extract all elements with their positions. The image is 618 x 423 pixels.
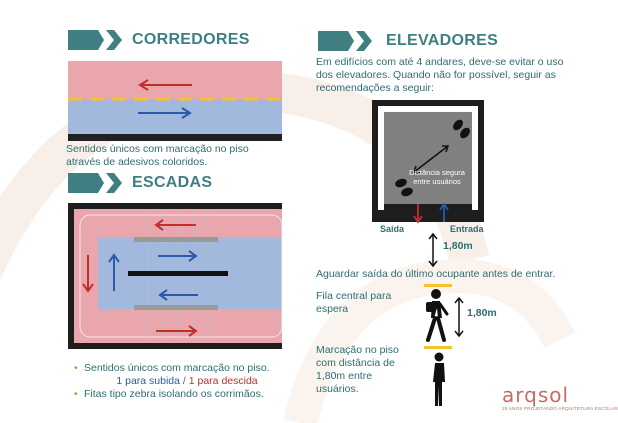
escadas-bullet-1: Sentidos únicos com marcação no piso. [72,362,302,375]
floor-mark-bottom [424,346,452,349]
gap-label: 1,80m [443,240,473,252]
escadas-header: ESCADAS [68,173,268,193]
escadas-bullets: Sentidos únicos com marcação no piso. 1 … [72,362,302,401]
chevron-right-icon [68,173,122,193]
escadas-bullet-2: Fitas tipo zebra isolando os corrimãos. [72,388,302,401]
chevron-right-icon [68,30,122,50]
handrail-bottom [134,305,218,310]
entry-label: Entrada [450,224,484,234]
escadas-direction-line: 1 para subida / 1 para descida [116,375,258,387]
person-standing-icon [433,352,445,406]
handrail-top [134,237,218,242]
corridor-blue-lane [68,99,282,135]
handrail-center [128,271,228,276]
corredores-header: CORREDORES [68,30,268,50]
queue-gap-arrow-icon [454,296,464,338]
arrow-down-icon [82,255,94,293]
arrow-down-icon [413,204,423,224]
logo-wordmark: arqsol [502,383,570,407]
wait-text: Aguardar saída do último ocupante antes … [316,268,556,280]
footprints-icon [453,119,470,139]
elevadores-intro: Em edifícios com até 4 andares, deve-se … [316,56,564,94]
down-direction-text: 1 para descida [188,375,258,387]
floor-mark-text: Marcação no piso com distância de 1,80m … [316,344,399,395]
elevator-diagram [372,100,484,224]
escadas-title: ESCADAS [132,174,213,191]
floor-mark-top [424,284,452,287]
corredores-title: CORREDORES [132,31,250,48]
corridor-diagram [68,61,282,141]
arrow-right-icon [158,250,198,262]
arrow-right-icon [138,107,192,119]
arrow-up-icon [439,202,449,222]
logo-tagline: 25 ANOS PROJETANDO ARQUITETURA ESCOLAR [502,406,618,411]
arrow-left-icon [154,219,196,231]
elevadores-title: ELEVADORES [386,32,499,49]
stairs-diagram [68,203,283,349]
exit-label: Saída [380,224,405,234]
arrow-left-icon [138,79,192,91]
elevadores-header: ELEVADORES [318,31,538,51]
up-direction-text: 1 para subida [116,375,180,387]
distance-label: Distância segura entre usuários [409,168,465,186]
chevron-right-icon [318,31,372,51]
corredores-caption: Sentidos únicos com marcação no piso atr… [66,143,249,168]
corridor-red-lane [68,61,282,99]
queue-text: Fila central para espera [316,290,392,315]
arrow-right-icon [156,325,198,337]
arrow-up-icon [108,253,120,291]
arqsol-logo: arqsol 25 ANOS PROJETANDO ARQUITETURA ES… [502,383,618,411]
gap-arrow-icon [428,232,438,268]
arrow-left-icon [158,289,198,301]
footprints-icon [395,178,413,197]
person-walking-icon [426,289,449,342]
queue-gap-label: 1,80m [467,307,497,319]
distance-arrow-icon [413,145,450,174]
